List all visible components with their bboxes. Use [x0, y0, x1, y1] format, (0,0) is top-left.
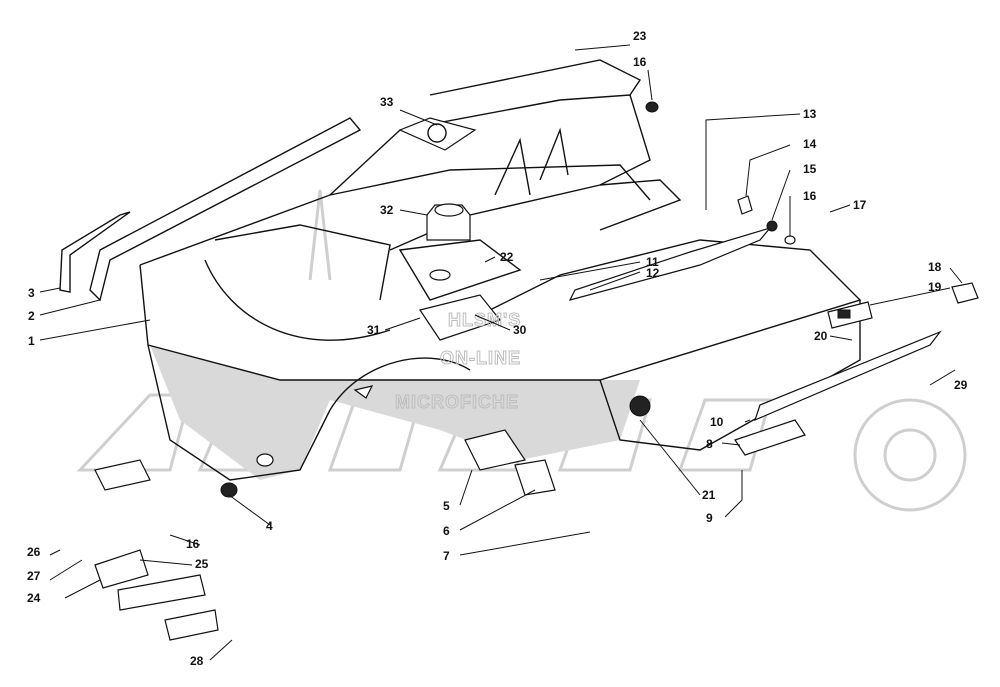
callout-30: 30: [513, 323, 527, 337]
callout-7: 7: [443, 549, 450, 563]
callout-4: 4: [266, 519, 273, 533]
callout-27: 27: [27, 569, 41, 583]
tunnel-console: [329, 59, 682, 251]
callout-33: 33: [380, 95, 394, 109]
body-pan: [139, 164, 862, 481]
callout-19: 19: [928, 280, 942, 294]
callout-16-right: 16: [803, 189, 817, 203]
callout-2: 2: [28, 309, 35, 323]
callout-15: 15: [803, 162, 817, 176]
callout-12: 12: [646, 266, 660, 280]
callout-16-top: 16: [633, 55, 647, 69]
callout-25: 25: [195, 557, 209, 571]
callout-31: 31: [367, 323, 381, 337]
gauge-mount: [419, 294, 502, 341]
callout-8: 8: [706, 437, 713, 451]
callout-32: 32: [380, 203, 394, 217]
callout-9: 9: [706, 511, 713, 525]
callout-23: 23: [633, 29, 647, 43]
callout-20: 20: [814, 329, 828, 343]
watermark-line3: MICROFICHE: [395, 392, 519, 412]
side-rails: [59, 117, 362, 302]
callout-6: 6: [443, 524, 450, 538]
callout-17: 17: [853, 198, 867, 212]
callout-24: 24: [27, 591, 41, 605]
callout-13: 13: [803, 107, 817, 121]
callout-18: 18: [928, 260, 942, 274]
watermark-text: HLSM'S ON-LINE MICROFICHE: [395, 310, 521, 413]
callout-1: 1: [28, 334, 35, 348]
trim-strips: [568, 226, 942, 422]
callout-5: 5: [443, 499, 450, 513]
callout-labels: 1 2 3 4 5 6 7 8 9 10 11 12 13 14 15 16 1…: [27, 29, 968, 668]
callout-16-left: 16: [186, 537, 200, 551]
callout-3: 3: [28, 286, 35, 300]
callout-21: 21: [702, 488, 716, 502]
leader-lines: [39, 44, 963, 661]
callout-22: 22: [500, 250, 514, 264]
callout-29: 29: [954, 378, 968, 392]
watermark-line1: HLSM'S: [448, 310, 521, 330]
watermark-line2: ON-LINE: [440, 348, 521, 368]
bracket-18: [951, 282, 979, 304]
fuel-neck: [398, 117, 522, 301]
taillight: [827, 301, 873, 329]
callout-11: 11: [646, 255, 659, 269]
callout-14: 14: [803, 137, 817, 151]
callout-10: 10: [710, 415, 724, 429]
callout-26: 26: [27, 545, 41, 559]
callout-28: 28: [190, 654, 204, 668]
small-parts: [94, 101, 806, 641]
